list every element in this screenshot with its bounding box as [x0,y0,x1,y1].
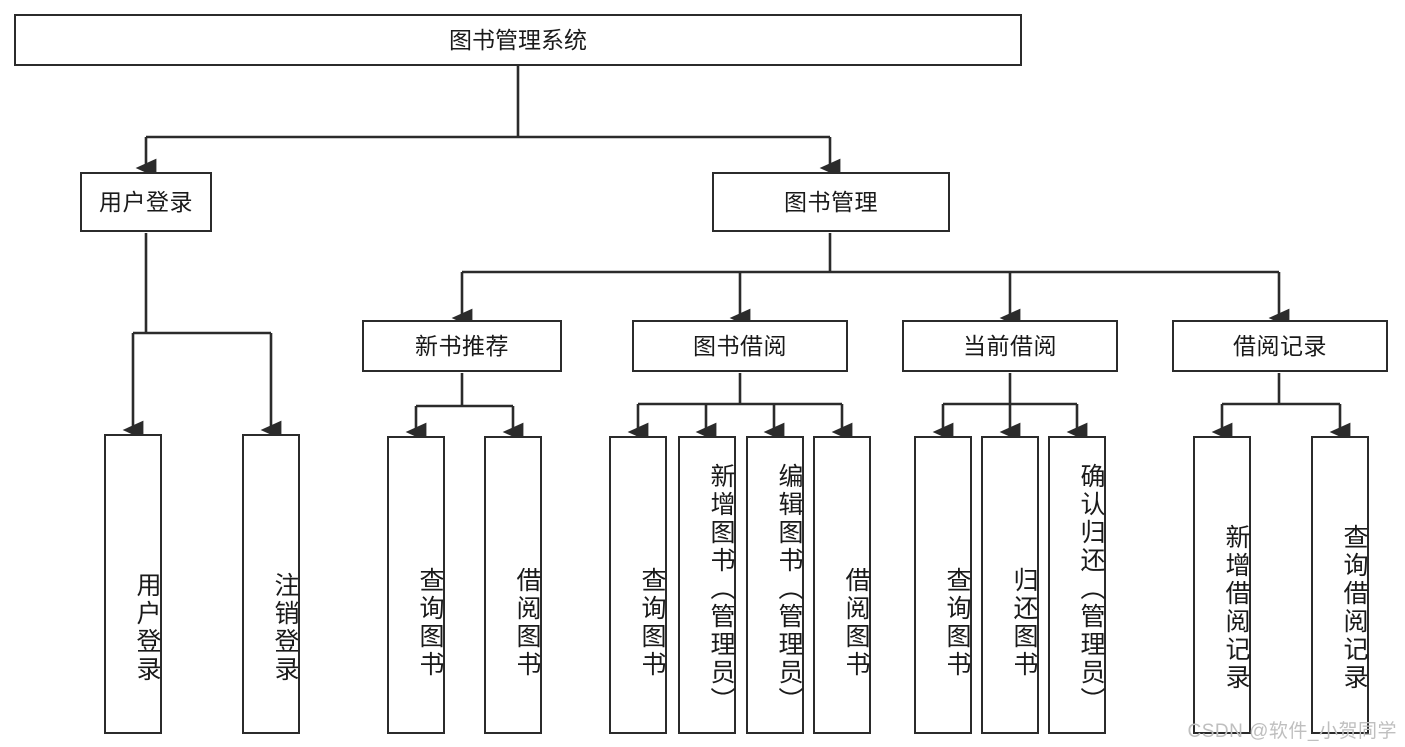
node-label: 查询图书 [638,567,666,679]
node-label: 图书管理系统 [449,26,587,53]
node-label: 用户登录 [99,188,193,215]
node-label: 图书管理 [784,188,878,215]
node-root-book-management-system[interactable]: 图书管理系统 [14,14,1022,66]
leaf-current-borrow-query-book[interactable]: 查询图书 [914,436,972,734]
node-label: 归还图书 [1010,567,1038,679]
leaf-new-book-query-book[interactable]: 查询图书 [387,436,445,734]
leaf-user-login-login[interactable]: 用户登录 [104,434,162,734]
node-label: 当前借阅 [963,332,1057,359]
node-label: 编辑图书（管理员） [775,463,803,715]
leaf-book-borrow-edit-book-admin[interactable]: 编辑图书（管理员） [746,436,804,734]
leaf-book-borrow-borrow-book[interactable]: 借阅图书 [813,436,871,734]
node-label: 查询图书 [943,567,971,679]
node-label: 新增借阅记录 [1222,524,1250,692]
leaf-borrow-record-query-record[interactable]: 查询借阅记录 [1311,436,1369,734]
leaf-new-book-borrow-book[interactable]: 借阅图书 [484,436,542,734]
node-label: 图书借阅 [693,332,787,359]
node-label: 确认归还（管理员） [1077,463,1105,715]
watermark-text: CSDN @软件_小贺同学 [1187,721,1397,742]
leaf-borrow-record-add-record[interactable]: 新增借阅记录 [1193,436,1251,734]
node-label: 注销登录 [271,572,299,684]
node-new-book-recommend[interactable]: 新书推荐 [362,320,562,372]
leaf-book-borrow-query-book[interactable]: 查询图书 [609,436,667,734]
node-label: 借阅记录 [1233,332,1327,359]
node-book-borrow[interactable]: 图书借阅 [632,320,848,372]
node-user-login[interactable]: 用户登录 [80,172,212,232]
node-label: 查询借阅记录 [1340,524,1368,692]
node-label: 查询图书 [416,567,444,679]
node-current-borrow[interactable]: 当前借阅 [902,320,1118,372]
node-label: 借阅图书 [513,567,541,679]
leaf-current-borrow-confirm-return-admin[interactable]: 确认归还（管理员） [1048,436,1106,734]
node-book-management[interactable]: 图书管理 [712,172,950,232]
node-borrow-record[interactable]: 借阅记录 [1172,320,1388,372]
node-label: 新增图书（管理员） [707,463,735,715]
node-label: 新书推荐 [415,332,509,359]
node-label: 借阅图书 [842,567,870,679]
leaf-book-borrow-add-book-admin[interactable]: 新增图书（管理员） [678,436,736,734]
leaf-current-borrow-return-book[interactable]: 归还图书 [981,436,1039,734]
leaf-user-login-logout[interactable]: 注销登录 [242,434,300,734]
node-label: 用户登录 [133,572,161,684]
